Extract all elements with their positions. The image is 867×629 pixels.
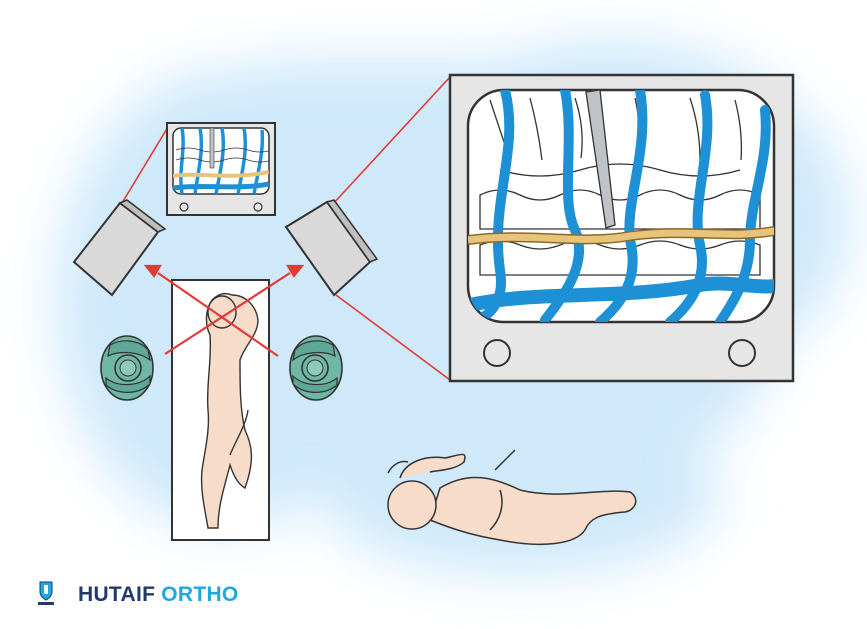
surgeon-left <box>100 335 154 401</box>
surgeon-right <box>289 335 343 401</box>
line-of-sight-arrows <box>143 264 305 357</box>
spine-xray-enlarged <box>468 90 774 322</box>
enlarged-fluoroscopy-monitor <box>448 73 795 383</box>
brand-name-accent: ORTHO <box>161 583 239 606</box>
zoom-connector-lines <box>121 76 451 381</box>
right-side-monitor <box>284 199 379 297</box>
left-side-monitor <box>72 199 167 297</box>
brand-name-primary: HUTAIF <box>78 583 156 606</box>
overhead-monitor <box>166 122 276 216</box>
patient-side-view <box>387 449 637 546</box>
hutaif-shield-logo <box>38 581 54 605</box>
brand-logo-icon <box>38 584 56 606</box>
patient-top-view <box>200 292 259 529</box>
